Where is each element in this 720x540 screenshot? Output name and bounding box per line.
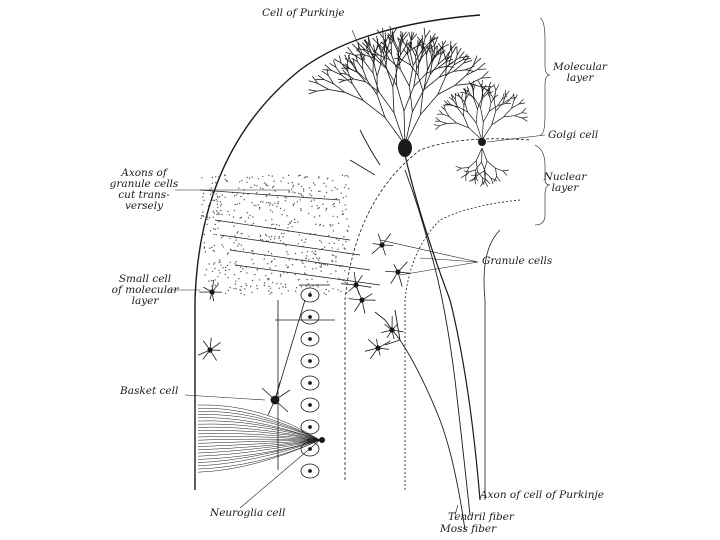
granule-cells bbox=[341, 234, 409, 314]
moss-fiber bbox=[375, 310, 465, 530]
white-matter-boundary bbox=[484, 230, 500, 500]
golgi-axon-plexus bbox=[456, 148, 509, 187]
label-basket-cell: Basket cell bbox=[120, 386, 178, 397]
molecular-nuclear-boundary bbox=[345, 139, 530, 480]
purkinje-dendrites bbox=[308, 26, 491, 145]
parallel-fibers bbox=[200, 190, 380, 285]
granule-axon-stipple bbox=[200, 174, 349, 295]
label-cell-of-purkinje: Cell of Purkinje bbox=[262, 8, 345, 19]
label-granule-cells: Granule cells bbox=[482, 256, 552, 267]
label-tendril-fiber: Tendril fiber bbox=[448, 512, 514, 523]
basket-cell bbox=[262, 300, 335, 415]
purkinje-soma bbox=[398, 139, 412, 157]
purkinje-axon bbox=[405, 155, 480, 500]
label-neuroglia-cell: Neuroglia cell bbox=[210, 508, 285, 519]
tendril-fiber bbox=[350, 130, 470, 515]
label-axons-of-granule-cells: Axons of granule cells cut trans- versel… bbox=[104, 168, 184, 212]
label-golgi-cell: Golgi cell bbox=[548, 130, 598, 141]
cortex-surface-arc bbox=[195, 15, 480, 490]
label-moss-fiber: Moss fiber bbox=[440, 524, 496, 535]
label-molecular-layer: Molecular layer bbox=[550, 62, 610, 84]
label-small-cell-of-molecular-layer: Small cell of molecular layer bbox=[110, 274, 180, 307]
label-axon-of-cell-of-purkinje: Axon of cell of Purkinje bbox=[480, 490, 604, 501]
label-nuclear-layer: Nuclear layer bbox=[540, 172, 590, 194]
golgi-soma bbox=[478, 138, 486, 146]
neuroglia-fibers bbox=[198, 405, 320, 472]
